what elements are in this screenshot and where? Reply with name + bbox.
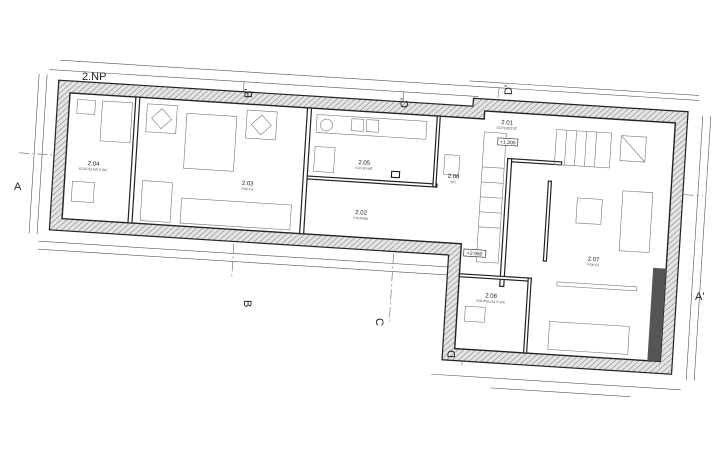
interior-walls	[127, 96, 563, 354]
svg-text:POKOJ: POKOJ	[241, 187, 253, 192]
floor-label: 2.NP	[82, 71, 106, 83]
svg-text:KOUPELNA S WC: KOUPELNA S WC	[476, 299, 506, 305]
section-a-prime: A'	[695, 291, 704, 303]
svg-text:2.07: 2.07	[588, 257, 601, 264]
section-a: A	[14, 181, 22, 193]
svg-text:2.02: 2.02	[355, 210, 368, 217]
svg-text:POKOJ: POKOJ	[587, 263, 599, 268]
svg-text:2.01: 2.01	[501, 120, 514, 127]
svg-text:2.04: 2.04	[88, 161, 101, 168]
boiler-icon	[390, 170, 401, 179]
section-markers: A A' B B' C C' D D'	[14, 85, 704, 358]
section-d: D	[446, 350, 458, 358]
svg-text:KUCHYNĚ: KUCHYNĚ	[355, 165, 373, 171]
section-c-prime: C'	[399, 98, 411, 108]
section-b-prime: B'	[243, 89, 255, 98]
section-d-prime: D'	[503, 85, 515, 95]
svg-text:2.05: 2.05	[358, 160, 371, 167]
svg-text:2.08: 2.08	[485, 293, 498, 300]
svg-text:2.03: 2.03	[242, 181, 255, 188]
section-c: C	[373, 318, 385, 326]
svg-text:2.06: 2.06	[447, 174, 460, 181]
level-mark: +1.300	[500, 139, 516, 146]
svg-text:SCHODIŠTĚ: SCHODIŠTĚ	[496, 125, 517, 131]
furniture	[70, 99, 654, 355]
dark-wall-segment	[647, 267, 667, 362]
svg-text:KOUPELNA S WC: KOUPELNA S WC	[79, 167, 109, 173]
section-b: B	[241, 300, 253, 307]
level-mark: +2.950	[467, 251, 483, 258]
svg-text:WC: WC	[450, 180, 457, 184]
svg-text:CHODBA: CHODBA	[353, 216, 369, 221]
